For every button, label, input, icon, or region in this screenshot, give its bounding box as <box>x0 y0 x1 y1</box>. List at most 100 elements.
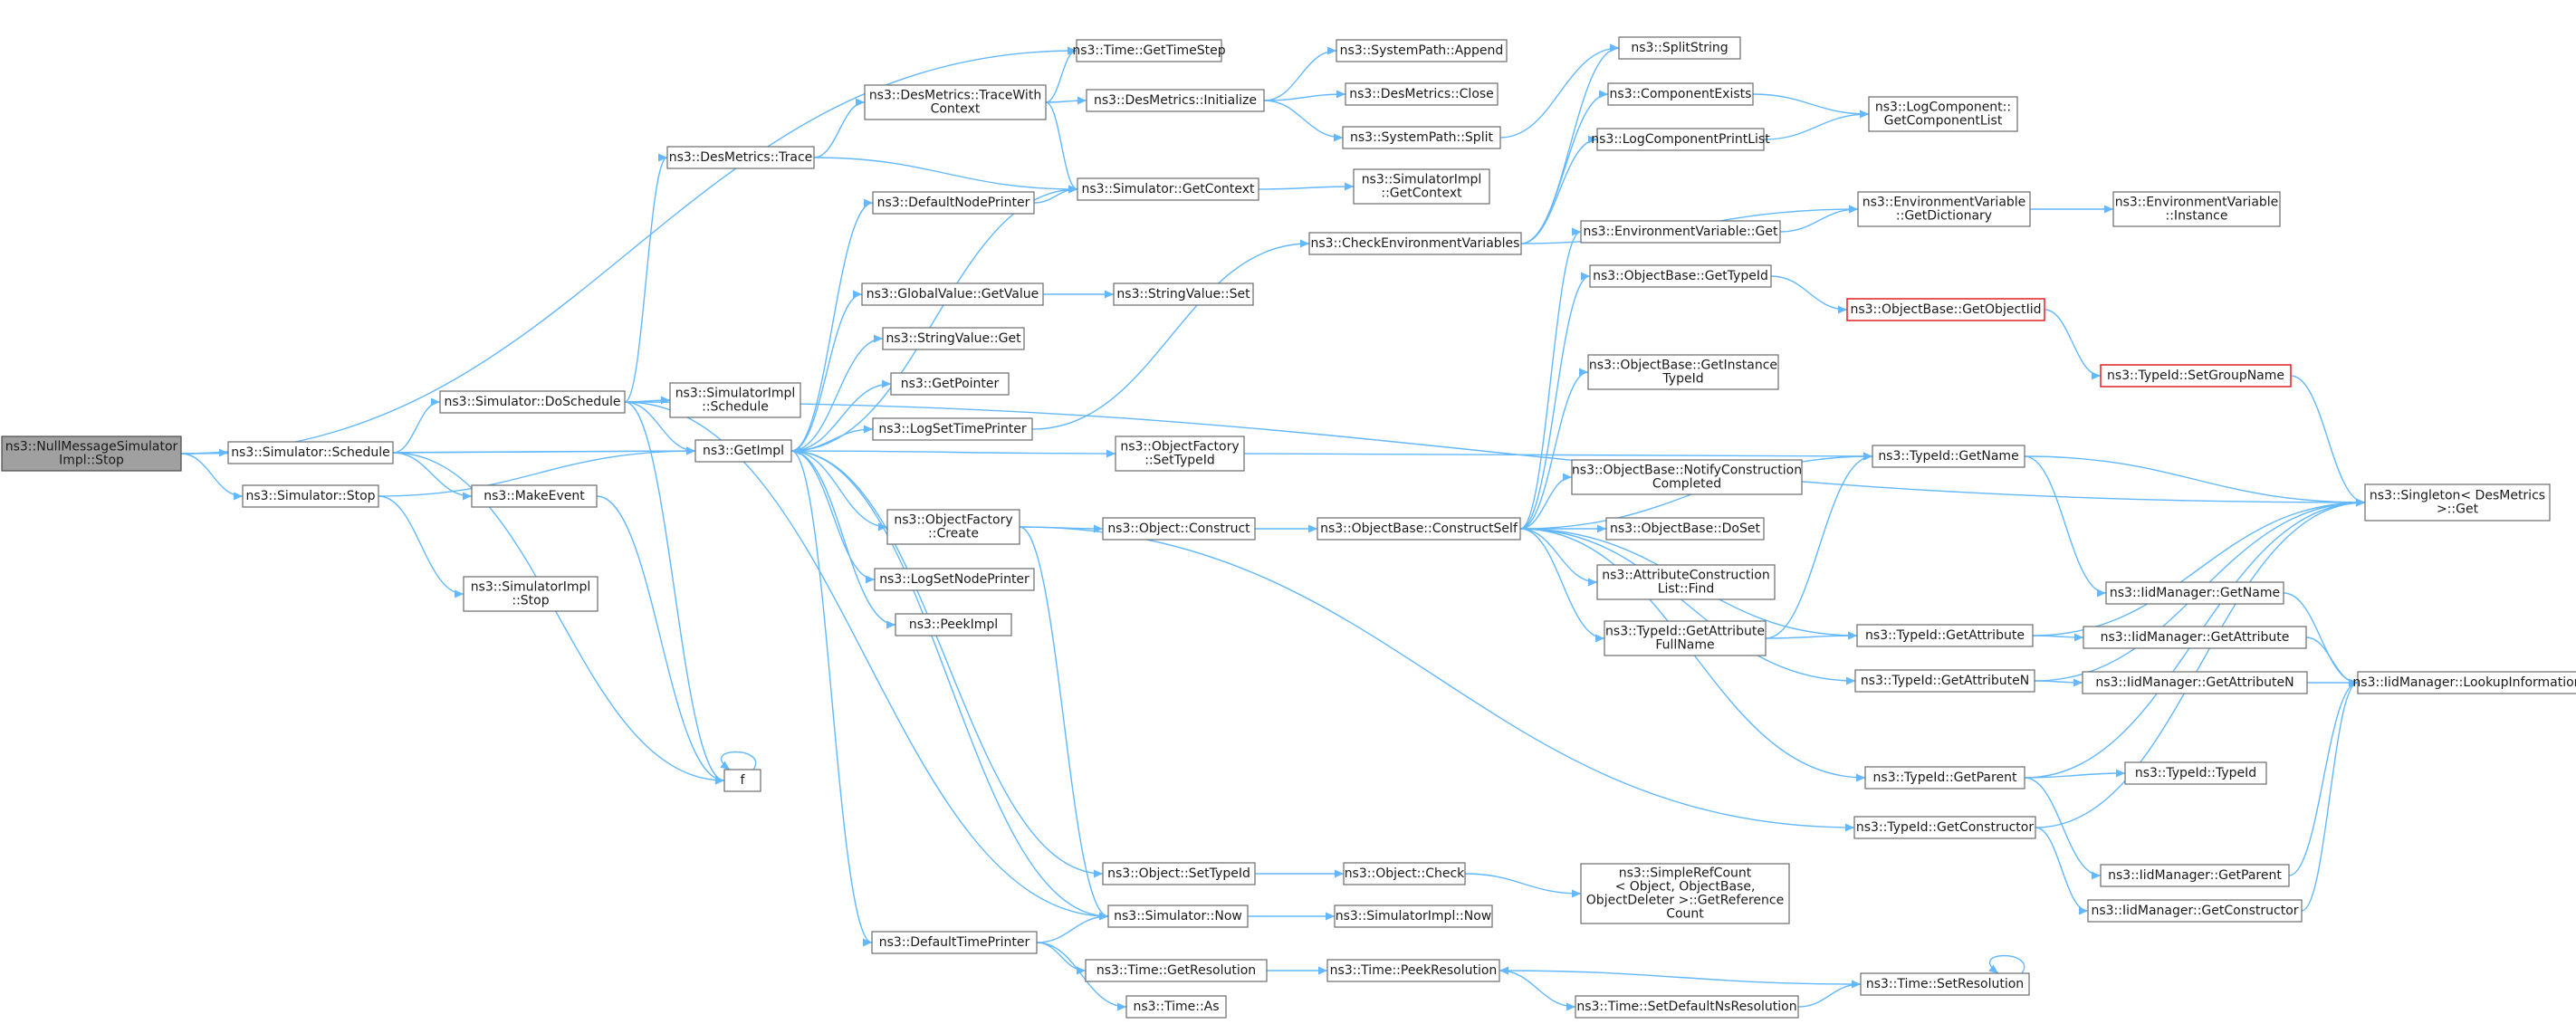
function-node-f[interactable]: f <box>723 769 761 792</box>
function-node-splitstring[interactable]: ns3::SplitString <box>1618 36 1741 60</box>
function-node-typeidgetparent[interactable]: ns3::TypeId::GetParent <box>1864 766 2025 790</box>
node-box <box>1853 816 2036 839</box>
node-box <box>1125 995 1227 1019</box>
function-node-timegetres[interactable]: ns3::Time::GetResolution <box>1085 959 1268 982</box>
function-node-setdefaultnsres[interactable]: ns3::Time::SetDefaultNsResolution <box>1575 995 1799 1019</box>
function-node-desclose[interactable]: ns3::DesMetrics::Close <box>1345 82 1499 106</box>
node-box <box>1086 89 1265 112</box>
function-node-pathappend[interactable]: ns3::SystemPath::Append <box>1336 39 1508 62</box>
node-label: ObjectDeleter >::GetReference <box>1586 894 1784 908</box>
node-label: ns3::TypeId::GetAttribute <box>1865 628 2025 643</box>
function-node-iidgetname[interactable]: ns3::IidManager::GetName <box>2105 581 2284 605</box>
call-edge-schedule-to-doschedule <box>392 397 441 454</box>
function-node-iidgetattrn[interactable]: ns3::IidManager::GetAttributeN <box>2082 671 2308 694</box>
function-node-logsettimeprinter[interactable]: ns3::LogSetTimePrinter <box>872 417 1033 441</box>
call-edge-typeidgetattr-to-singletonget <box>2032 498 2366 636</box>
function-node-checkenv[interactable]: ns3::CheckEnvironmentVariables <box>1308 232 1522 255</box>
function-node-notifyconstruction[interactable]: ns3::ObjectBase::NotifyConstructionCompl… <box>1571 459 1803 495</box>
call-edge-defaulttimeprinter-to-timeas <box>1036 942 1127 1011</box>
node-label: ns3::ObjectBase::GetInstance <box>1589 359 1777 373</box>
node-box <box>1308 232 1522 255</box>
function-node-simimplgetcontext[interactable]: ns3::SimulatorImpl::GetContext <box>1353 168 1490 205</box>
function-node-doschedule[interactable]: ns3::Simulator::DoSchedule <box>439 390 626 414</box>
node-box <box>1102 517 1256 541</box>
function-node-objbasegetobjectiid[interactable]: ns3::ObjectBase::GetObjectIid <box>1846 298 2045 321</box>
function-node-componentexists[interactable]: ns3::ComponentExists <box>1607 82 1754 106</box>
function-node-gettimestep[interactable]: ns3::Time::GetTimeStep <box>1072 39 1226 62</box>
function-node-desinit[interactable]: ns3::DesMetrics::Initialize <box>1086 89 1265 112</box>
function-node-objconstruct[interactable]: ns3::Object::Construct <box>1102 517 1256 541</box>
function-node-objfactorysettypeid[interactable]: ns3::ObjectFactory::SetTypeId <box>1115 435 1245 472</box>
function-node-objfactorycreate[interactable]: ns3::ObjectFactory::Create <box>886 509 1020 545</box>
function-node-objbasedoset[interactable]: ns3::ObjectBase::DoSet <box>1605 517 1765 541</box>
function-node-typeidgetname[interactable]: ns3::TypeId::GetName <box>1872 445 2025 468</box>
function-node-globalvalueget[interactable]: ns3::GlobalValue::GetValue <box>861 282 1044 306</box>
call-edge-tracewith-to-desinit <box>1045 96 1087 105</box>
node-box <box>2357 671 2576 694</box>
function-node-peekimpl[interactable]: ns3::PeekImpl <box>895 613 1012 636</box>
function-node-stringvalueget[interactable]: ns3::StringValue::Get <box>882 327 1025 350</box>
function-node-destrace[interactable]: ns3::DesMetrics::Trace <box>666 146 815 169</box>
node-label: ns3::IidManager::GetAttributeN <box>2095 675 2294 690</box>
function-node-envgetdict[interactable]: ns3::EnvironmentVariable::GetDictionary <box>1857 191 2031 227</box>
function-node-getimpl[interactable]: ns3::GetImpl <box>694 439 792 463</box>
function-node-envget[interactable]: ns3::EnvironmentVariable::Get <box>1580 220 1781 244</box>
function-node-envinstance[interactable]: ns3::EnvironmentVariable::Instance <box>2112 191 2281 227</box>
function-node-typeidgetattr[interactable]: ns3::TypeId::GetAttribute <box>1856 624 2034 647</box>
function-node-iidgetconstructor[interactable]: ns3::IidManager::GetConstructor <box>2087 899 2303 923</box>
function-node-logsetnodeprinter[interactable]: ns3::LogSetNodePrinter <box>874 568 1035 591</box>
function-node-iidlookup[interactable]: ns3::IidManager::LookupInformation <box>2352 671 2576 694</box>
function-node-simimplstop[interactable]: ns3::SimulatorImpl::Stop <box>463 576 599 612</box>
function-node-simplerefcount[interactable]: ns3::SimpleRefCount< Object, ObjectBase,… <box>1580 863 1790 924</box>
function-node-simimplnow[interactable]: ns3::SimulatorImpl::Now <box>1334 904 1493 928</box>
node-box <box>872 191 1035 215</box>
node-box <box>2087 899 2303 923</box>
function-node-schedule[interactable]: ns3::Simulator::Schedule <box>227 441 394 464</box>
function-node-iidgetparent[interactable]: ns3::IidManager::GetParent <box>2100 864 2290 887</box>
node-label: ns3::TypeId::SetGroupName <box>2107 368 2284 383</box>
function-node-objcheck[interactable]: ns3::Object::Check <box>1343 862 1466 885</box>
function-node-getcontext[interactable]: ns3::Simulator::GetContext <box>1077 177 1259 201</box>
node-label: ns3::SimulatorImpl::Now <box>1336 909 1492 924</box>
function-node-simnow[interactable]: ns3::Simulator::Now <box>1107 904 1249 928</box>
node-label: ns3::StringValue::Get <box>886 331 1021 346</box>
function-node-stringvalueset[interactable]: ns3::StringValue::Set <box>1113 282 1254 306</box>
function-node-defaultnodeprinter[interactable]: ns3::DefaultNodePrinter <box>872 191 1035 215</box>
function-node-typeidsetgroupname[interactable]: ns3::TypeId::SetGroupName <box>2100 364 2292 388</box>
function-node-timepeekres[interactable]: ns3::Time::PeekResolution <box>1326 959 1500 982</box>
node-label: ns3::EnvironmentVariable <box>1863 196 2026 210</box>
node-box <box>471 484 598 508</box>
function-node-objbasegettypeid[interactable]: ns3::ObjectBase::GetTypeId <box>1589 264 1772 288</box>
function-node-logcomponentgetlist[interactable]: ns3::LogComponent::GetComponentList <box>1868 96 2018 132</box>
function-node-constructself[interactable]: ns3::ObjectBase::ConstructSelf <box>1317 517 1521 541</box>
function-node-simimplschedule[interactable]: ns3::SimulatorImpl::Schedule <box>669 382 801 418</box>
function-node-singletonget[interactable]: ns3::Singleton< DesMetrics >::Get <box>2364 483 2551 522</box>
node-label: ns3::Time::As <box>1133 1000 1219 1014</box>
node-box <box>1085 959 1268 982</box>
function-node-typeidtypeid[interactable]: ns3::TypeId::TypeId <box>2124 761 2267 785</box>
node-box <box>1857 191 2031 227</box>
function-node-stop[interactable]: ns3::Simulator::Stop <box>242 484 379 508</box>
function-node-timeas[interactable]: ns3::Time::As <box>1125 995 1227 1019</box>
function-node-typeidgetattrn[interactable]: ns3::TypeId::GetAttributeN <box>1854 669 2035 693</box>
node-label: ns3::Simulator::GetContext <box>1081 182 1255 196</box>
function-node-pathsplit[interactable]: ns3::SystemPath::Split <box>1342 126 1501 149</box>
function-node-iidgetattr[interactable]: ns3::IidManager::GetAttribute <box>2083 626 2307 649</box>
call-edge-getimpl-to-peekimpl <box>790 450 896 629</box>
node-label: ns3::DesMetrics::Initialize <box>1094 93 1257 108</box>
call-edge-constructself-to-notifyconstruction <box>1519 473 1573 530</box>
function-node-makeevent[interactable]: ns3::MakeEvent <box>471 484 598 508</box>
node-label: ns3::DesMetrics::Trace <box>669 150 813 165</box>
function-node-timesetres[interactable]: ns3::Time::SetResolution <box>1860 972 2030 996</box>
function-node-getpointer[interactable]: ns3::GetPointer <box>890 372 1010 396</box>
function-node-objsettypeid[interactable]: ns3::Object::SetTypeId <box>1102 862 1256 885</box>
function-node-typeidgetconstructor[interactable]: ns3::TypeId::GetConstructor <box>1853 816 2036 839</box>
function-node-logcomponentprintlist[interactable]: ns3::LogComponentPrintList <box>1591 128 1770 151</box>
function-node-defaulttimeprinter[interactable]: ns3::DefaultTimePrinter <box>871 931 1038 954</box>
